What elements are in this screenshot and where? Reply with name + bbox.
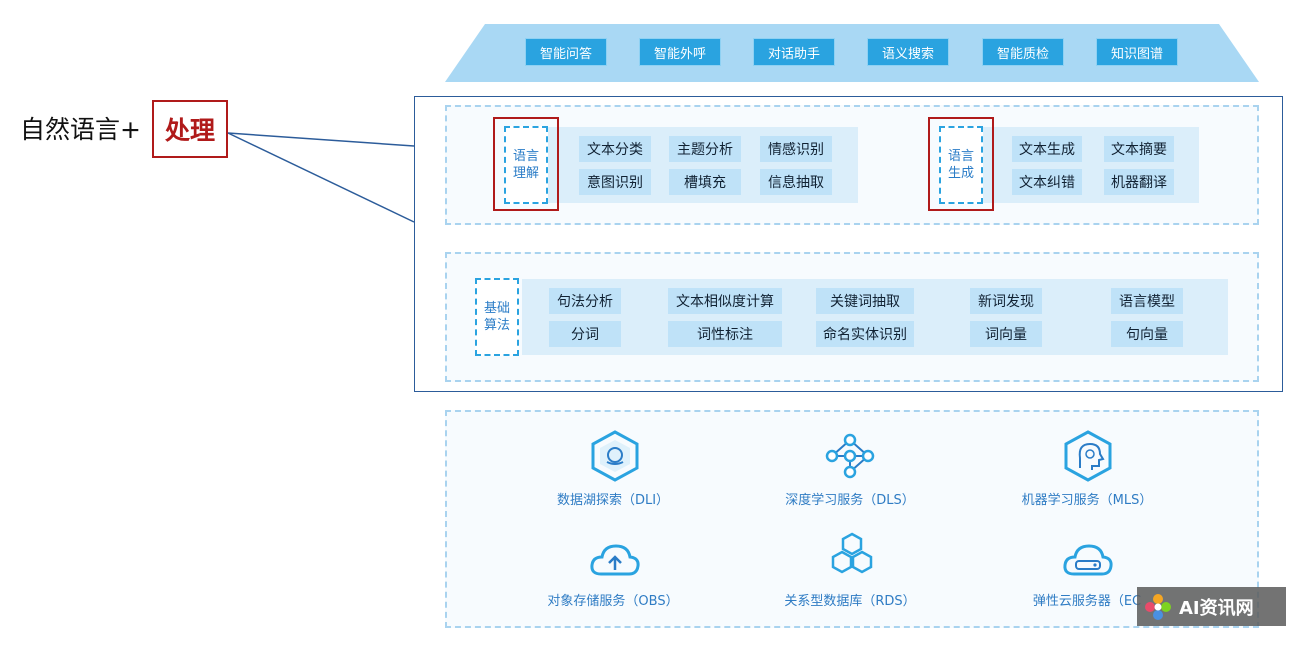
- title-highlight: 处理: [164, 116, 215, 145]
- neural-network-icon: [825, 433, 875, 479]
- watermark: AI资讯网: [1137, 587, 1286, 626]
- title-highlight-box: 处理: [152, 100, 228, 158]
- app-chip: 知识图谱: [1096, 38, 1178, 66]
- generation-item: 文本纠错: [1012, 169, 1082, 195]
- basic-item: 句法分析: [549, 288, 621, 314]
- basic-item: 命名实体识别: [816, 321, 914, 347]
- understanding-item: 文本分类: [579, 136, 651, 162]
- basic-item: 语言模型: [1111, 288, 1183, 314]
- basic-tag: 基础 算法: [475, 278, 519, 356]
- nlp-frame: [414, 96, 1283, 392]
- flower-logo-icon: [1145, 593, 1171, 620]
- basic-item: 新词发现: [970, 288, 1042, 314]
- app-chip: 对话助手: [753, 38, 835, 66]
- app-chip: 智能问答: [525, 38, 607, 66]
- app-chip: 智能外呼: [639, 38, 721, 66]
- services-panel: [445, 410, 1259, 628]
- basic-item: 分词: [549, 321, 621, 347]
- generation-tag: 语言 生成: [939, 126, 983, 204]
- understanding-item: 槽填充: [669, 169, 741, 195]
- database-hexagon-icon: [831, 532, 873, 574]
- generation-item: 文本摘要: [1104, 136, 1174, 162]
- generation-highlight-frame: [928, 117, 994, 211]
- cloud-storage-icon: [590, 544, 640, 576]
- title-prefix: 自然语言+: [20, 115, 141, 144]
- cloud-server-icon: [1063, 544, 1113, 576]
- basic-item: 文本相似度计算: [668, 288, 782, 314]
- service-label: 深度学习服务（DLS）: [785, 493, 915, 508]
- service-label: 机器学习服务（MLS）: [1021, 493, 1153, 508]
- understanding-item: 意图识别: [579, 169, 651, 195]
- understanding-tag: 语言 理解: [504, 126, 548, 204]
- data-lake-icon: [591, 430, 639, 482]
- app-chip: 智能质检: [982, 38, 1064, 66]
- service-label: 关系型数据库（RDS）: [784, 594, 916, 609]
- ai-head-icon: [1064, 430, 1112, 482]
- understanding-highlight-frame: [493, 117, 559, 211]
- basic-item: 词性标注: [668, 321, 782, 347]
- service-label: 弹性云服务器（EC: [1032, 594, 1142, 609]
- watermark-text: AI资讯网: [1179, 597, 1254, 619]
- understanding-item: 情感识别: [760, 136, 832, 162]
- generation-item: 文本生成: [1012, 136, 1082, 162]
- basic-item: 关键词抽取: [816, 288, 914, 314]
- basic-item: 词向量: [970, 321, 1042, 347]
- service-label: 对象存储服务（OBS）: [547, 594, 679, 609]
- understanding-item: 主题分析: [669, 136, 741, 162]
- understanding-item: 信息抽取: [760, 169, 832, 195]
- generation-item: 机器翻译: [1104, 169, 1174, 195]
- basic-item: 句向量: [1111, 321, 1183, 347]
- app-chip: 语义搜索: [867, 38, 949, 66]
- service-label: 数据湖探索（DLI）: [556, 493, 670, 508]
